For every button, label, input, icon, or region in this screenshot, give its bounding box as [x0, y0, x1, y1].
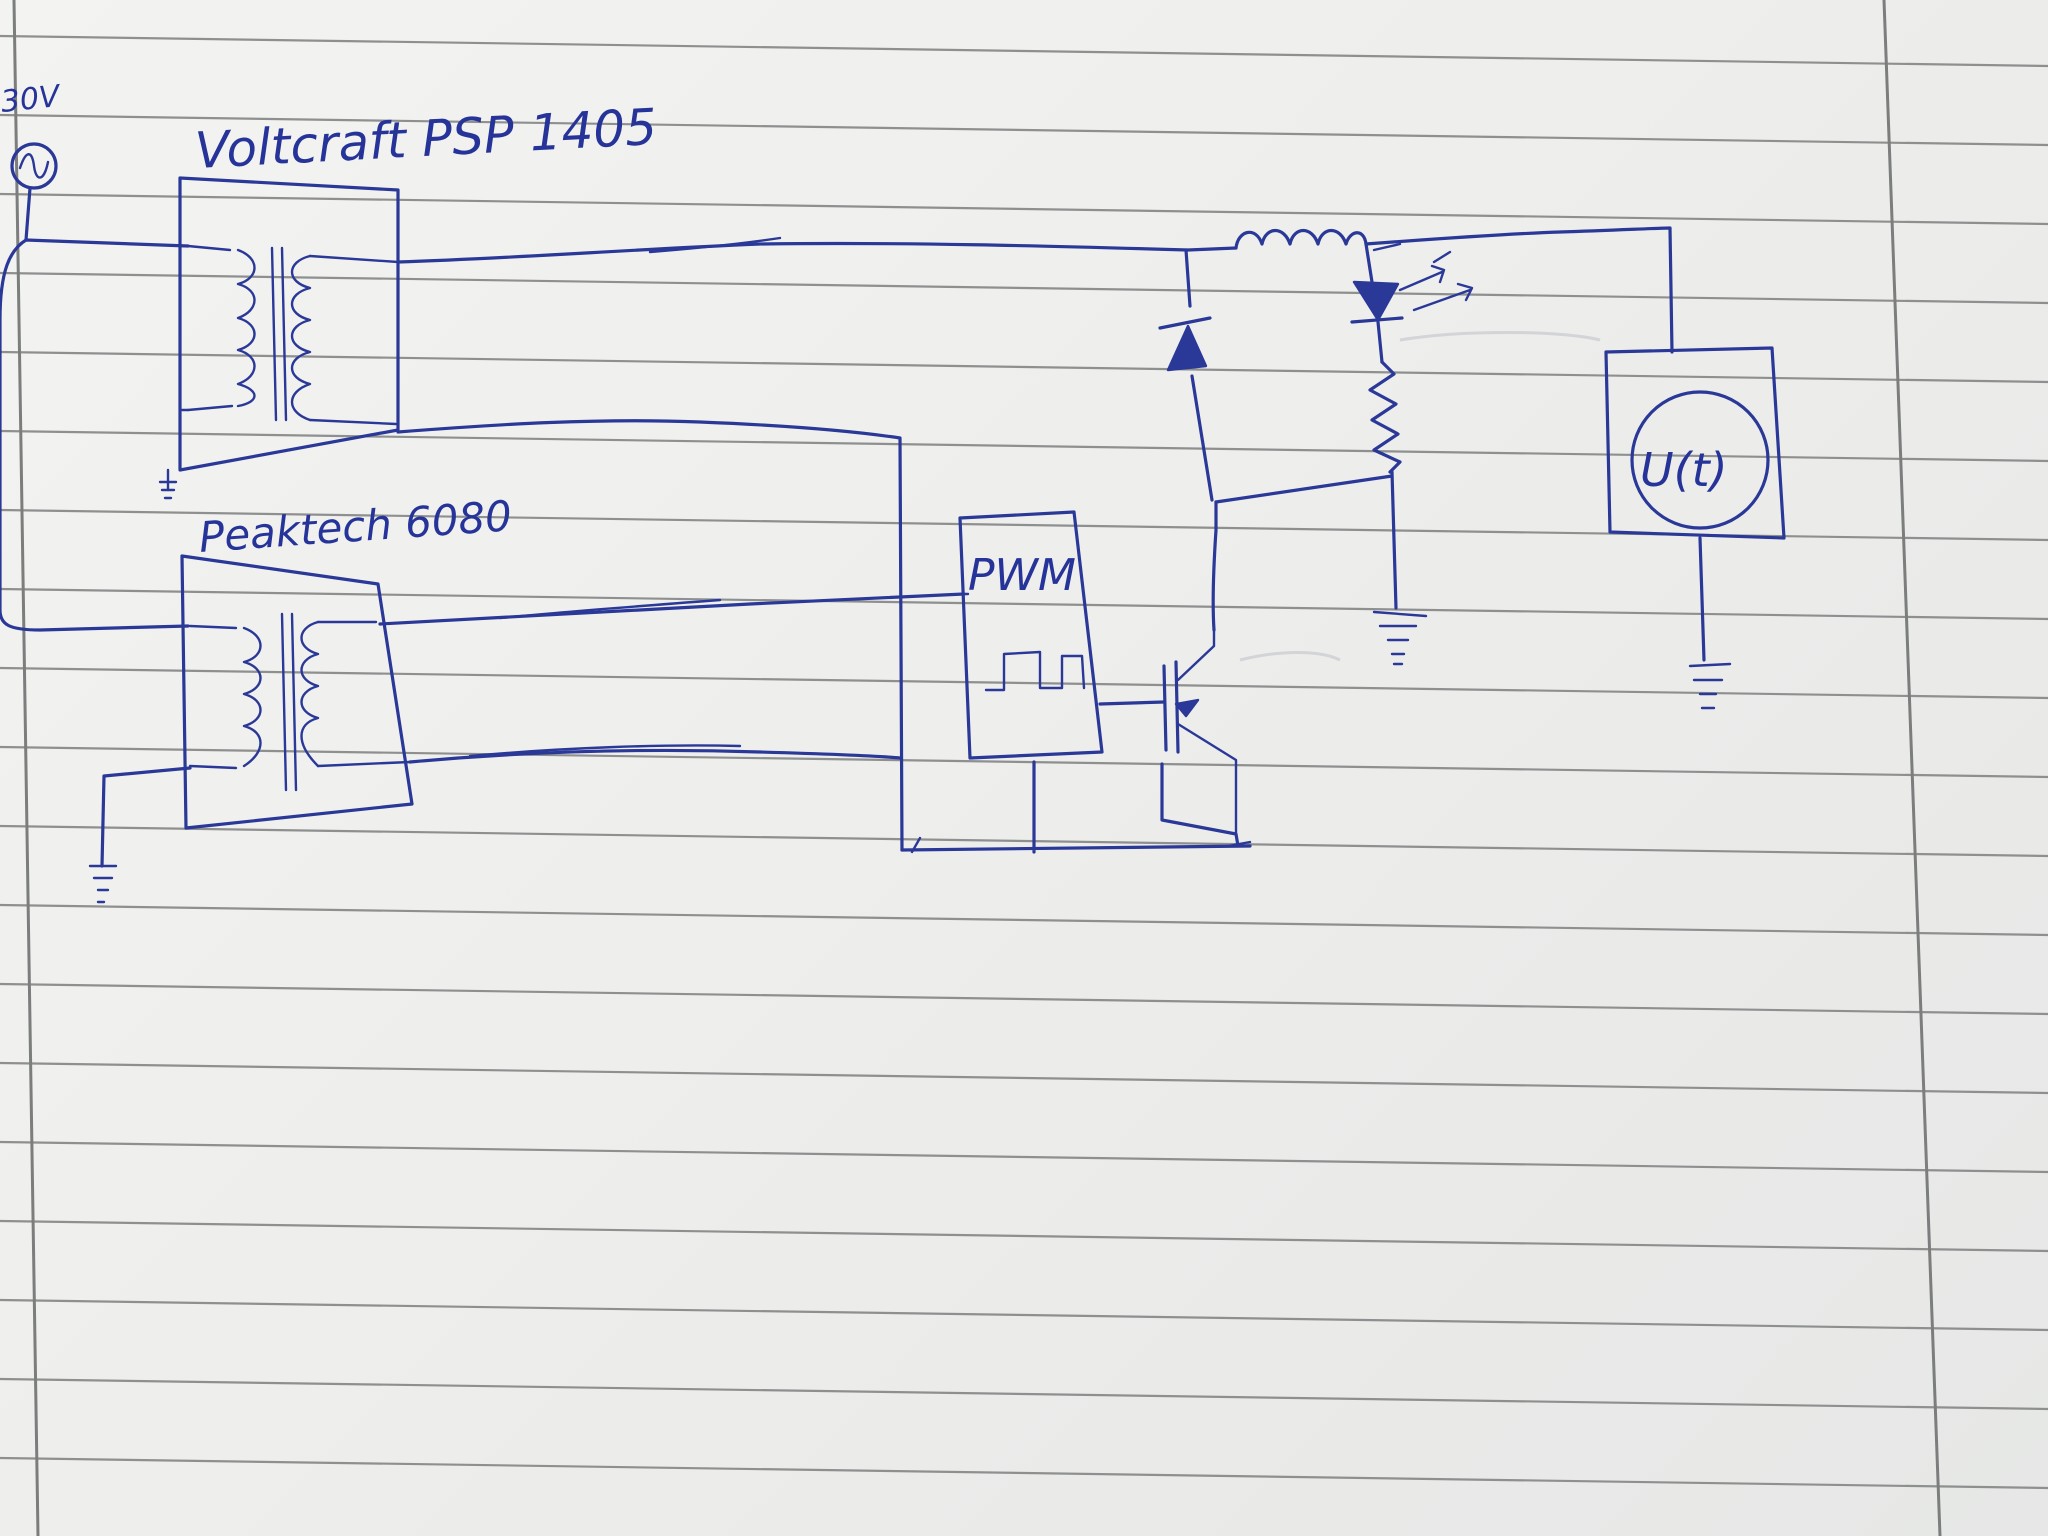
ruled-line: [0, 587, 2048, 621]
resistor-ground-wire: [1390, 470, 1398, 610]
collector-wire: [1211, 500, 1218, 632]
ground-bus: [900, 760, 1252, 854]
ruled-line: [0, 271, 2048, 305]
pwm-module: [958, 510, 1166, 760]
output-wire-top: [1364, 226, 1674, 354]
smudge-mark: [1399, 331, 1601, 342]
pwm-return-wire: [408, 748, 902, 764]
ruled-line: [0, 824, 2048, 858]
voltmeter-icon: [1604, 346, 1786, 540]
transformer-icon: [188, 612, 412, 792]
ruled-line: [0, 1140, 2048, 1174]
source-voltage-label: 30V: [0, 79, 64, 120]
supply-top-label: Voltcraft PSP 1405: [194, 98, 659, 180]
ground-icon: [1688, 662, 1732, 710]
transformer-icon: [186, 244, 400, 426]
notebook-ruling: [0, 34, 2048, 1490]
ruled-line: [0, 1377, 2048, 1411]
resistor-icon: [1368, 360, 1402, 474]
mains-wire: [0, 238, 190, 632]
ground-icon: [158, 480, 178, 500]
led-icon: [1350, 250, 1474, 324]
diode-wire: [1184, 248, 1214, 502]
ruled-line: [0, 745, 2048, 779]
node-horizontal: [1214, 474, 1394, 504]
ruled-line: [0, 192, 2048, 226]
left-margin-line: [12, 0, 40, 1536]
square-pulse-icon: [984, 650, 1086, 692]
ruled-line: [0, 903, 2048, 937]
positive-wire-top: [396, 241, 1238, 264]
ground-icon: [88, 864, 118, 904]
supply-bottom-block: [88, 554, 414, 904]
ruled-line: [0, 1298, 2048, 1332]
smudge-mark: [1239, 651, 1341, 662]
igbt-transistor-icon: [1162, 628, 1238, 836]
ruled-line: [0, 350, 2048, 384]
supply-top-block: [158, 176, 400, 500]
ruled-line: [0, 1456, 2048, 1490]
inductor-icon: [1234, 228, 1368, 250]
ruled-line: [0, 429, 2048, 463]
meter-label: U(t): [1640, 443, 1728, 497]
negative-wire-top: [396, 419, 904, 852]
diode-icon: [1158, 316, 1212, 372]
ac-source-icon: [10, 142, 58, 242]
meter-ground-wire: [1698, 536, 1706, 662]
pwm-supply-wire: [378, 592, 966, 626]
supply-bottom-label: Peaktech 6080: [197, 491, 513, 562]
led-wire: [1364, 242, 1374, 284]
right-margin-line: [1882, 0, 1942, 1536]
ruled-line: [0, 666, 2048, 700]
ruled-line: [0, 1061, 2048, 1095]
ground-icon: [1372, 610, 1428, 666]
led-to-resistor-wire: [1376, 320, 1384, 364]
ruled-line: [0, 34, 2048, 68]
ruled-line: [0, 1219, 2048, 1253]
ruled-line: [0, 982, 2048, 1016]
pwm-block-label: PWM: [968, 550, 1076, 601]
ruled-line: [0, 113, 2048, 147]
